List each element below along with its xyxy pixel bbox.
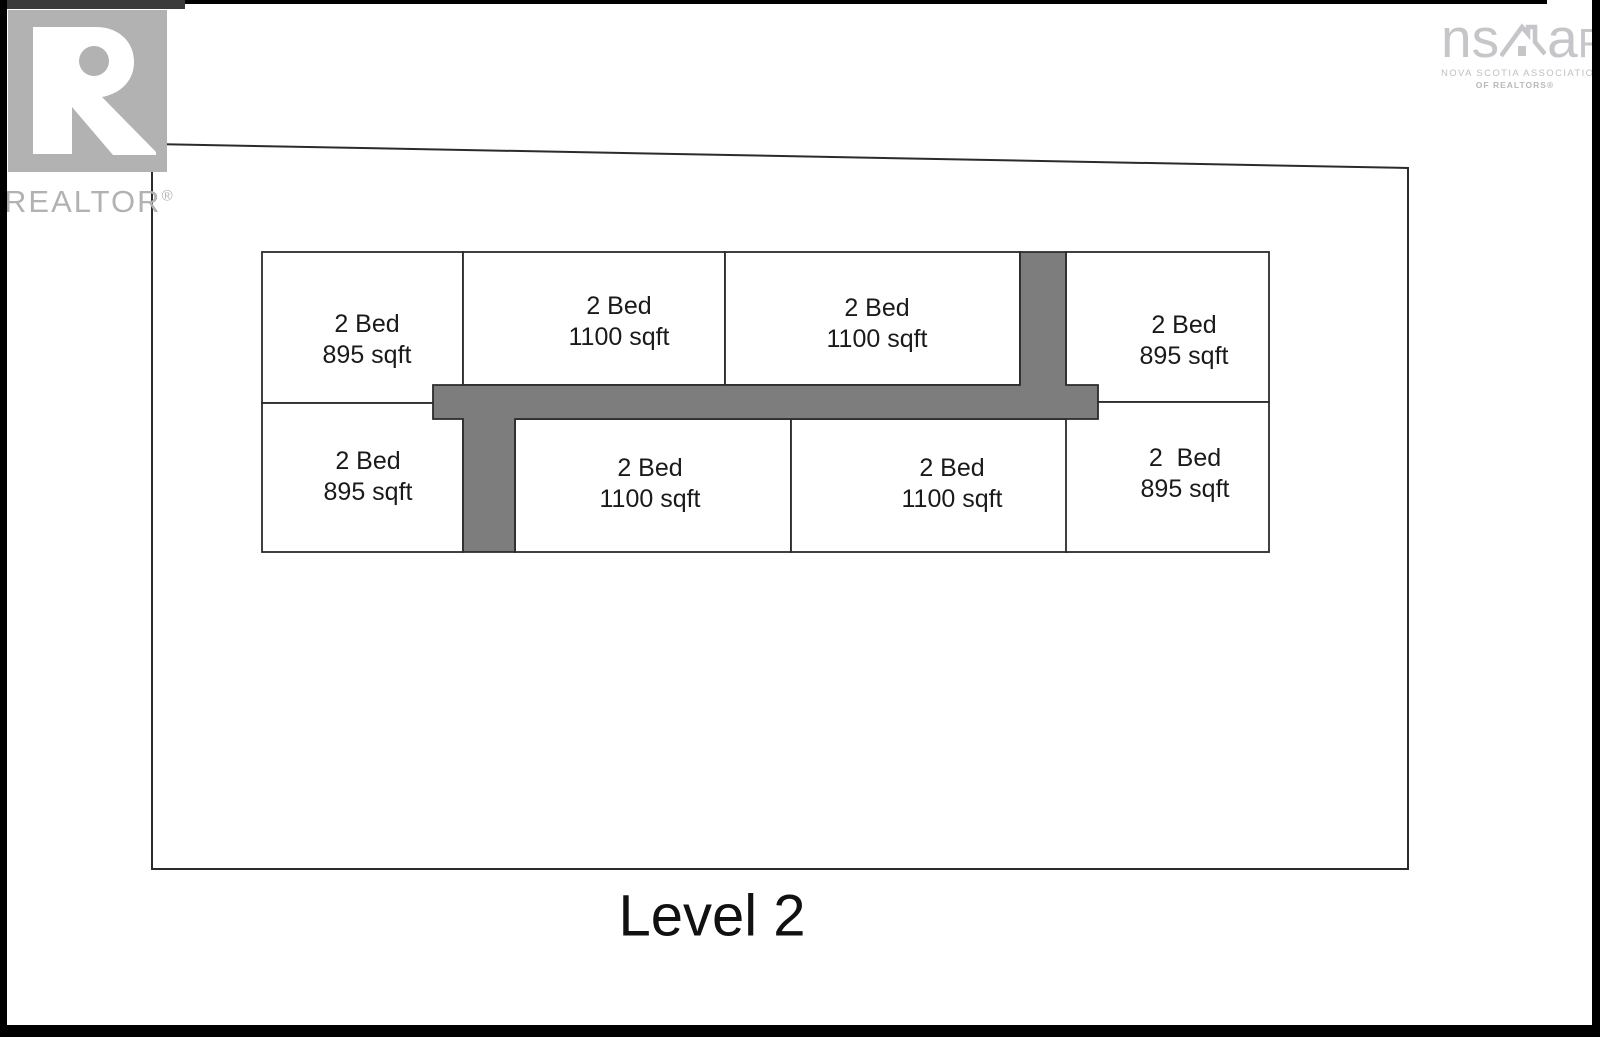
unit-label-top-right: 2 Bed 895 sqft [1140,310,1229,372]
unit-label-top-center-right: 2 Bed 1100 sqft [826,293,927,355]
realtor-watermark: REALTOR® [4,10,178,219]
nsar-letters-ns: ns [1441,7,1500,69]
unit-beds: 2 Bed [586,292,652,320]
unit-area: 895 sqft [1139,342,1229,370]
unit-area: 895 sqft [322,341,412,369]
property-boundary-outline [151,142,1409,870]
nsar-tagline-2: OF REALTORS® [1475,80,1555,90]
realtor-r-glyph [33,27,156,155]
unit-room-top-right [1065,251,1270,403]
corridor-hallway [432,251,1099,553]
realtor-label: REALTOR [4,184,162,219]
unit-room-bottom-right [1065,401,1270,553]
unit-area: 895 sqft [323,478,413,506]
unit-beds: 2 Bed [919,454,985,482]
unit-area: 895 sqft [1140,475,1230,503]
unit-label-bottom-left: 2 Bed 895 sqft [324,446,413,508]
unit-beds: 2 Bed [1151,311,1217,339]
unit-beds: 2 Bed [1148,444,1222,472]
unit-room-bottom-center-left [514,418,792,553]
unit-beds: 2 Bed [844,294,910,322]
unit-area: 1100 sqft [599,485,701,513]
nsar-logo: ns a R NOVA SCOTIA ASSOCIATION OF REALTO… [1441,7,1600,91]
unit-area: 1100 sqft [826,325,928,353]
level-title: Level 2 [618,883,806,949]
frame-top-edge [0,0,1547,4]
frame-right-edge [1592,0,1600,1037]
unit-beds: 2 Bed [334,310,400,338]
unit-room-top-center-left [462,251,726,386]
realtor-r-logo-icon [8,10,167,172]
house-icon [1499,22,1547,63]
nsar-tagline-1: NOVA SCOTIA ASSOCIATION [1441,68,1600,79]
registered-symbol: ® [161,187,173,205]
frame-bottom-edge [0,1025,1600,1037]
unit-label-top-center-left: 2 Bed 1100 sqft [568,291,669,353]
realtor-wordmark: REALTOR® [4,184,173,220]
unit-beds: 2 Bed [335,447,401,475]
frame-top-left-accent [0,0,185,9]
unit-label-bottom-center-right: 2 Bed 1100 sqft [901,453,1002,515]
unit-beds: 2 Bed [617,454,683,482]
nsar-letter-a: a [1547,7,1578,69]
unit-label-bottom-center-left: 2 Bed 1100 sqft [599,453,700,515]
unit-label-top-left: 2 Bed 895 sqft [323,309,412,371]
unit-area: 1100 sqft [568,323,670,351]
frame-left-edge [0,0,7,1037]
unit-label-bottom-right: 2 Bed 895 sqft [1141,443,1230,505]
unit-area: 1100 sqft [901,485,1003,513]
nsar-wordmark: ns a R [1441,7,1600,69]
